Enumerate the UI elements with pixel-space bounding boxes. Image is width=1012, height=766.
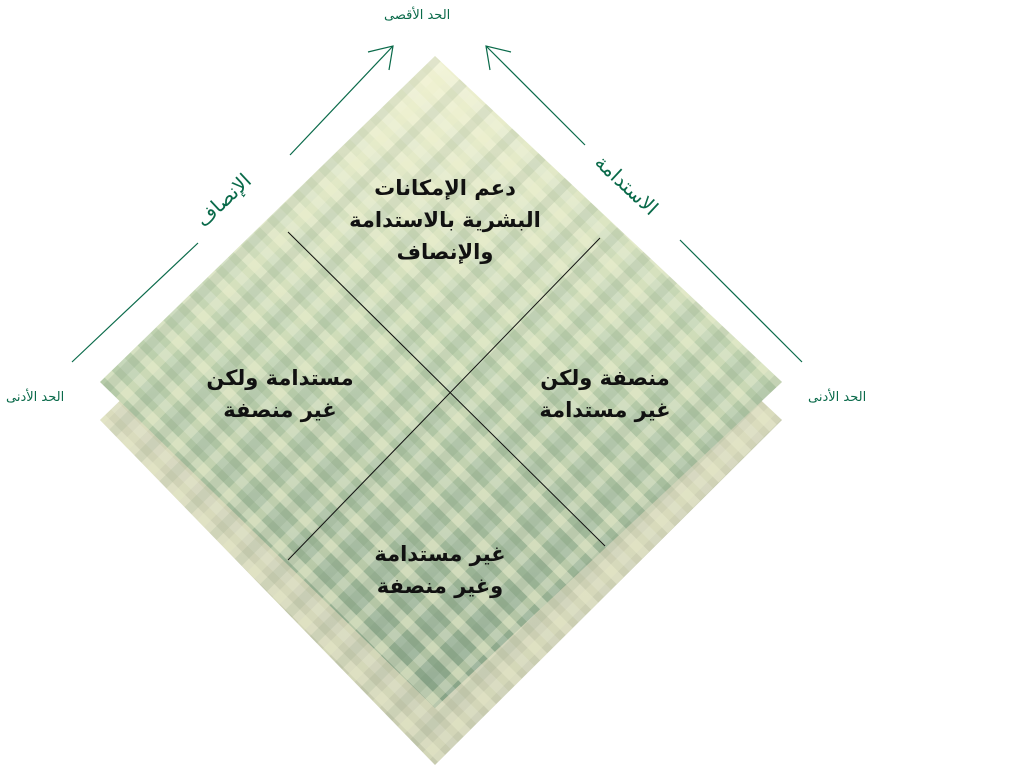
max-label: الحد الأقصى bbox=[384, 8, 451, 23]
divider-line-2 bbox=[287, 237, 601, 561]
divider-line-1 bbox=[287, 231, 606, 547]
quadrant-top-line-1: دعم الإمكانات bbox=[374, 176, 516, 200]
quadrant-bottom-text: غير مستدامة وغير منصفة bbox=[340, 538, 540, 602]
quadrant-left-line-1: مستدامة ولكن bbox=[206, 366, 354, 390]
quadrant-right-text: منصفة ولكن غير مستدامة bbox=[505, 362, 705, 426]
quadrant-bottom-line-2: وغير منصفة bbox=[376, 574, 504, 598]
quadrant-left-text: مستدامة ولكن غير منصفة bbox=[180, 362, 380, 426]
quadrant-right-line-1: منصفة ولكن bbox=[540, 366, 670, 390]
quadrant-bottom-line-1: غير مستدامة bbox=[374, 542, 506, 566]
min-right-label: الحد الأدنى bbox=[808, 390, 867, 405]
quadrant-top-line-2: البشرية بالاستدامة bbox=[349, 208, 541, 232]
quadrant-top-line-3: والإنصاف bbox=[396, 240, 494, 264]
quadrant-left-line-2: غير منصفة bbox=[223, 398, 337, 422]
equity-axis bbox=[71, 45, 394, 363]
min-left-label: الحد الأدنى bbox=[6, 390, 65, 405]
quadrant-top-text: دعم الإمكانات البشرية بالاستدامة والإنصا… bbox=[320, 172, 570, 268]
sustainability-axis bbox=[485, 45, 803, 363]
quadrant-right-line-2: غير مستدامة bbox=[539, 398, 671, 422]
